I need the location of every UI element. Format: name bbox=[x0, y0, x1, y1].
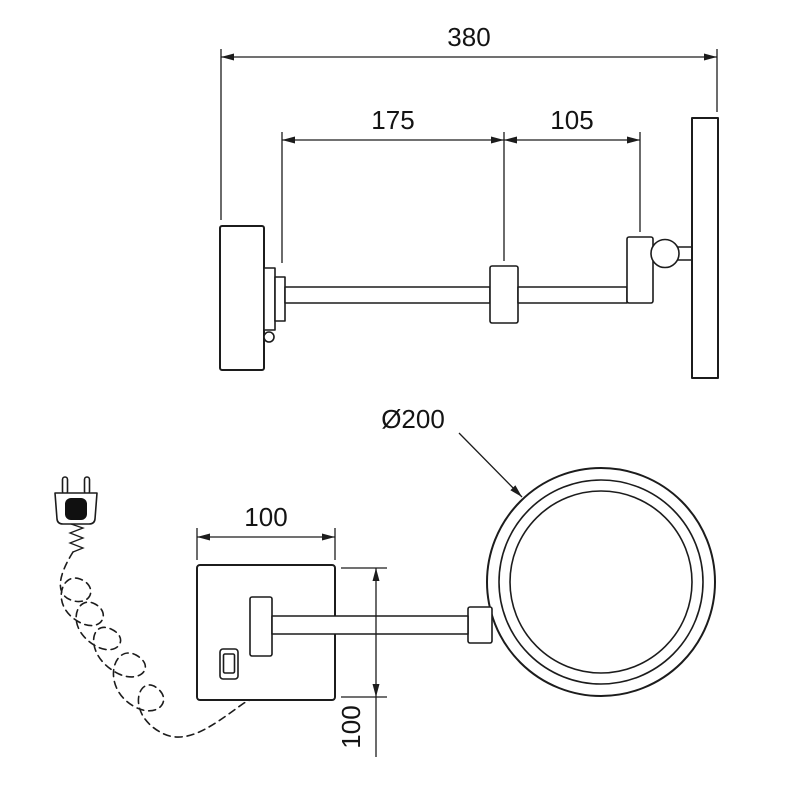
plug-strain-relief bbox=[68, 523, 85, 553]
mirror-bracket-front bbox=[467, 606, 493, 644]
arm-segment-2-side bbox=[517, 286, 628, 304]
thumbscrew-knob bbox=[263, 331, 275, 343]
plug-prong-right bbox=[83, 476, 91, 495]
dimension-label-diameter: Ø200 bbox=[381, 404, 445, 434]
plug-face bbox=[65, 498, 87, 520]
power-switch-rocker bbox=[222, 653, 236, 674]
mirror-led-ring bbox=[498, 479, 704, 685]
mirror-outer-rim bbox=[486, 467, 716, 697]
power-plug bbox=[54, 476, 98, 553]
wall-plate-side bbox=[219, 225, 265, 371]
elbow-joint-side bbox=[626, 236, 654, 304]
dimension-label-plate-width: 100 bbox=[244, 502, 287, 532]
ball-joint bbox=[650, 238, 680, 269]
arm-front bbox=[271, 615, 469, 635]
dimension-mirror-diameter: Ø200 bbox=[381, 404, 523, 498]
side-view: 380 175 105 bbox=[219, 22, 719, 379]
dimension-arm1: 175 bbox=[281, 105, 505, 263]
diameter-leader-line bbox=[458, 432, 523, 498]
mounting-hub-outer-side bbox=[274, 276, 286, 322]
front-view: Ø200 100 100 bbox=[54, 404, 716, 757]
dimension-label-overall-width: 380 bbox=[447, 22, 490, 52]
dimension-arm2: 105 bbox=[504, 105, 641, 232]
plug-prong-left bbox=[61, 476, 69, 495]
mounting-hub-front bbox=[249, 596, 273, 657]
dimension-label-plate-height: 100 bbox=[336, 705, 366, 748]
mirror-glass-edge bbox=[509, 490, 693, 674]
dimension-label-arm2: 105 bbox=[550, 105, 593, 135]
mounting-hub-inner-side bbox=[263, 267, 276, 331]
dimension-overall-width: 380 bbox=[220, 22, 718, 220]
arm-segment-1-side bbox=[284, 286, 491, 304]
mirror-panel-side bbox=[691, 117, 719, 379]
dimension-label-arm1: 175 bbox=[371, 105, 414, 135]
dimension-plate-width: 100 bbox=[196, 502, 336, 560]
dimension-plate-height: 100 bbox=[336, 567, 387, 757]
swivel-joint-side bbox=[489, 265, 519, 324]
